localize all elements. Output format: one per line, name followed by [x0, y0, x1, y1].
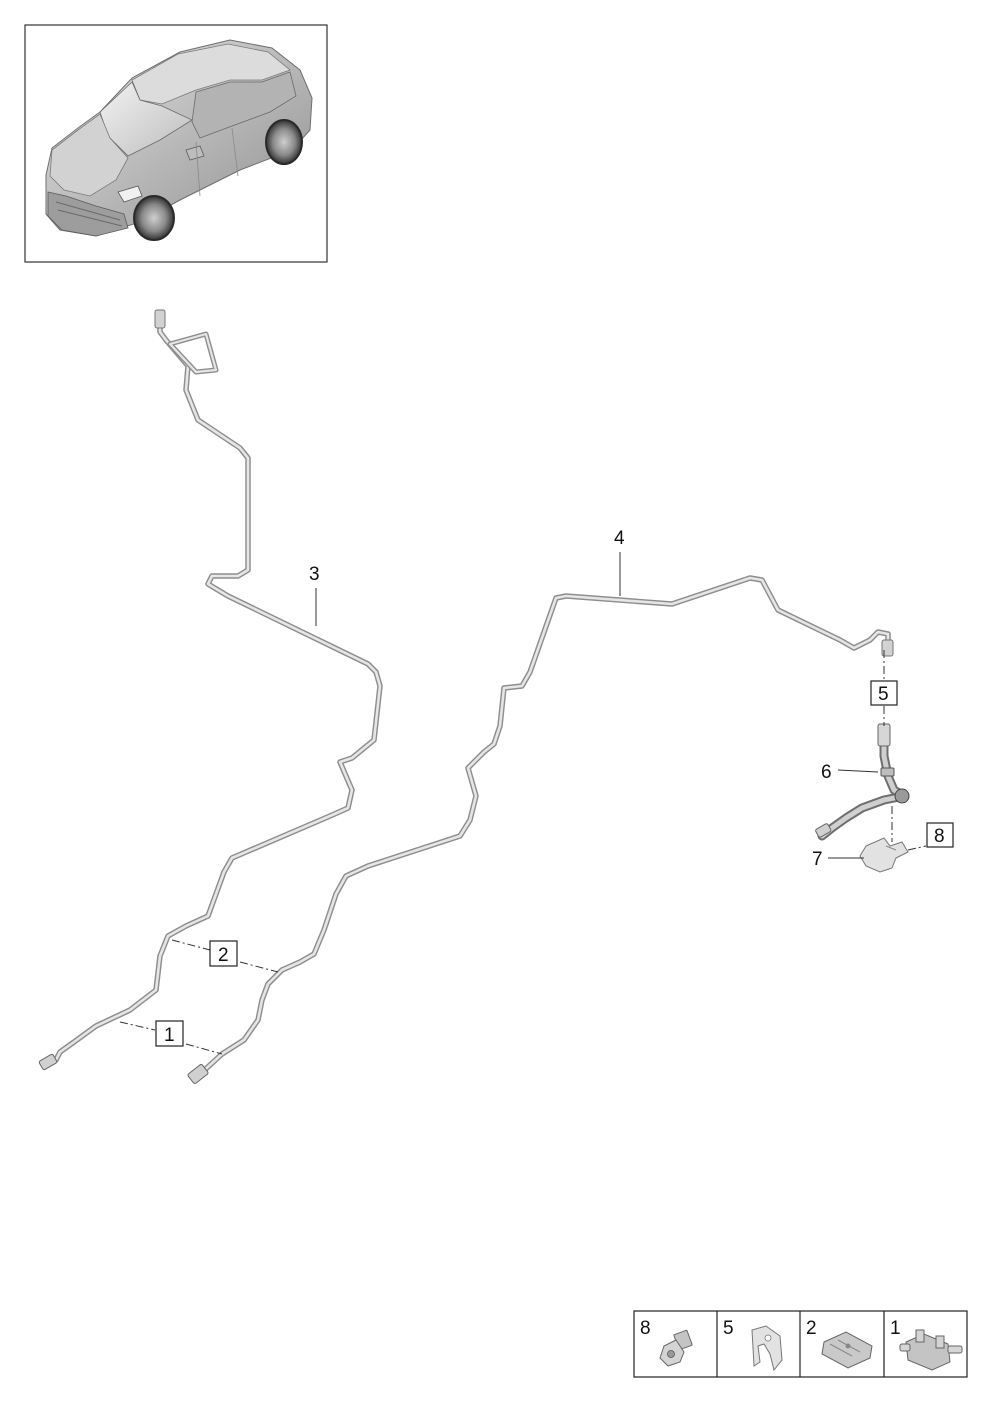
callout-1: 1	[164, 1025, 175, 1046]
hose-top-fitting	[877, 723, 891, 747]
legend-number-8: 8	[640, 1318, 651, 1339]
legend-cell-5: 5	[723, 1318, 783, 1372]
reference-lines	[119, 650, 927, 1055]
clip-icon	[751, 1325, 783, 1372]
callout-box-8: 8	[926, 822, 954, 848]
leader-lines	[315, 552, 879, 859]
callout-5: 5	[878, 684, 889, 705]
rear-wheel	[265, 119, 303, 165]
hose-end-fitting	[815, 823, 832, 838]
line-3-end-fitting	[38, 1053, 58, 1071]
callout-box-1: 1	[155, 1020, 184, 1047]
legend-cell-8: 8	[640, 1318, 693, 1367]
brake-line-3	[38, 309, 383, 1071]
line-3-top-fitting	[154, 309, 166, 329]
vehicle-thumbnail	[24, 24, 328, 263]
callout-box-2: 2	[209, 940, 238, 967]
double-holder-icon	[899, 1329, 963, 1371]
hose-mid-fitting	[880, 767, 895, 777]
bracket-7	[859, 837, 909, 873]
front-wheel	[133, 195, 175, 241]
legend-number-2: 2	[806, 1318, 817, 1339]
legend-cell-1: 1	[890, 1318, 963, 1371]
car-illustration	[45, 39, 313, 241]
legend-number-1: 1	[890, 1318, 901, 1339]
callouts: 3 4 6 7 5 8 2 1	[155, 528, 954, 1047]
line-4-left-fitting	[187, 1064, 209, 1084]
legend-cell-2: 2	[806, 1318, 873, 1369]
callout-8: 8	[934, 826, 945, 847]
brake-hose-6	[815, 723, 910, 841]
parts-legend: 8 5 2 1	[633, 1310, 968, 1378]
callout-6: 6	[821, 762, 832, 783]
line-4-right-fitting	[881, 639, 894, 657]
callout-2: 2	[218, 945, 229, 966]
callout-box-5: 5	[870, 680, 898, 706]
callout-3: 3	[309, 564, 320, 585]
callout-7: 7	[812, 849, 823, 870]
legend-number-5: 5	[723, 1318, 734, 1339]
bolt-icon	[659, 1329, 693, 1367]
brake-line-4	[187, 575, 894, 1084]
callout-4: 4	[614, 528, 625, 549]
hose-banjo-fitting	[894, 788, 910, 804]
line-holder-icon	[821, 1331, 873, 1369]
